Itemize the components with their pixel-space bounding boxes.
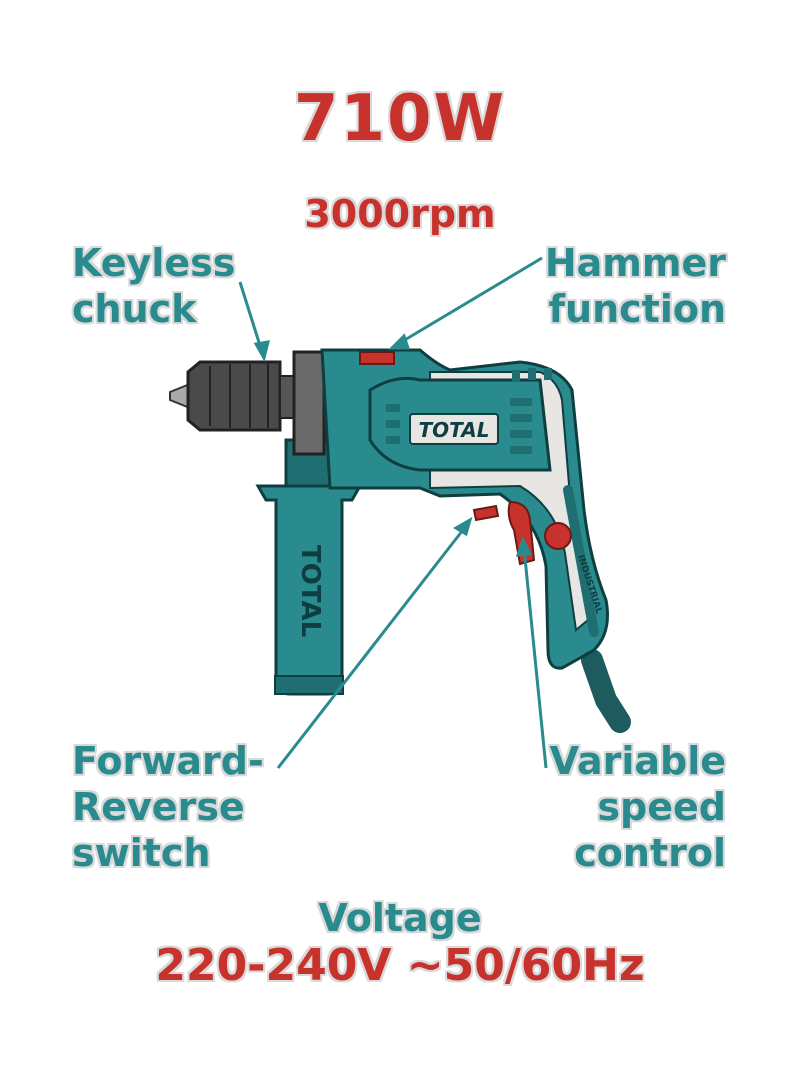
power-cord [581,649,631,733]
arrow-hammer [397,256,543,346]
arrow-hammer-head [388,333,411,350]
hammer-switch [359,351,395,365]
keyless-chuck [169,350,326,456]
label-line: Variable [549,739,726,783]
label-line: switch [72,831,211,875]
lock-button [544,522,572,550]
drill-body: TOTAL INDUSTRIAL [320,348,609,670]
label-line: Reverse [72,785,245,829]
arrow-chuck-head [253,340,271,362]
arrow-forward-reverse [276,525,468,769]
label-line: control [574,831,726,875]
label-hammer-function: Hammer function [500,240,726,332]
arrow-chuck [238,281,264,353]
label-line: Keyless [72,241,236,285]
voltage-value: 220-240V ~50/60Hz [155,940,645,991]
handle-brand: TOTAL [295,545,325,637]
label-variable-speed: Variable speed control [500,738,726,876]
label-line: Hammer [544,241,726,285]
label-line: function [548,287,726,331]
power-rating: 710W [293,82,507,156]
arrow-variable-speed [522,547,548,769]
arrow-forward-reverse-head [453,516,473,537]
speed-rating: 3000rpm [304,192,496,236]
label-line: chuck [72,287,197,331]
label-forward-reverse: Forward- Reverse switch [72,738,264,876]
body-brand: TOTAL [419,418,490,442]
side-handle: TOTAL [255,438,363,696]
arrow-variable-speed-head [515,536,533,557]
label-keyless-chuck: Keyless chuck [72,240,235,332]
label-line: speed [597,785,726,829]
voltage-title: Voltage [318,896,482,940]
forward-reverse-switch [472,504,500,522]
label-line: Forward- [72,739,264,783]
